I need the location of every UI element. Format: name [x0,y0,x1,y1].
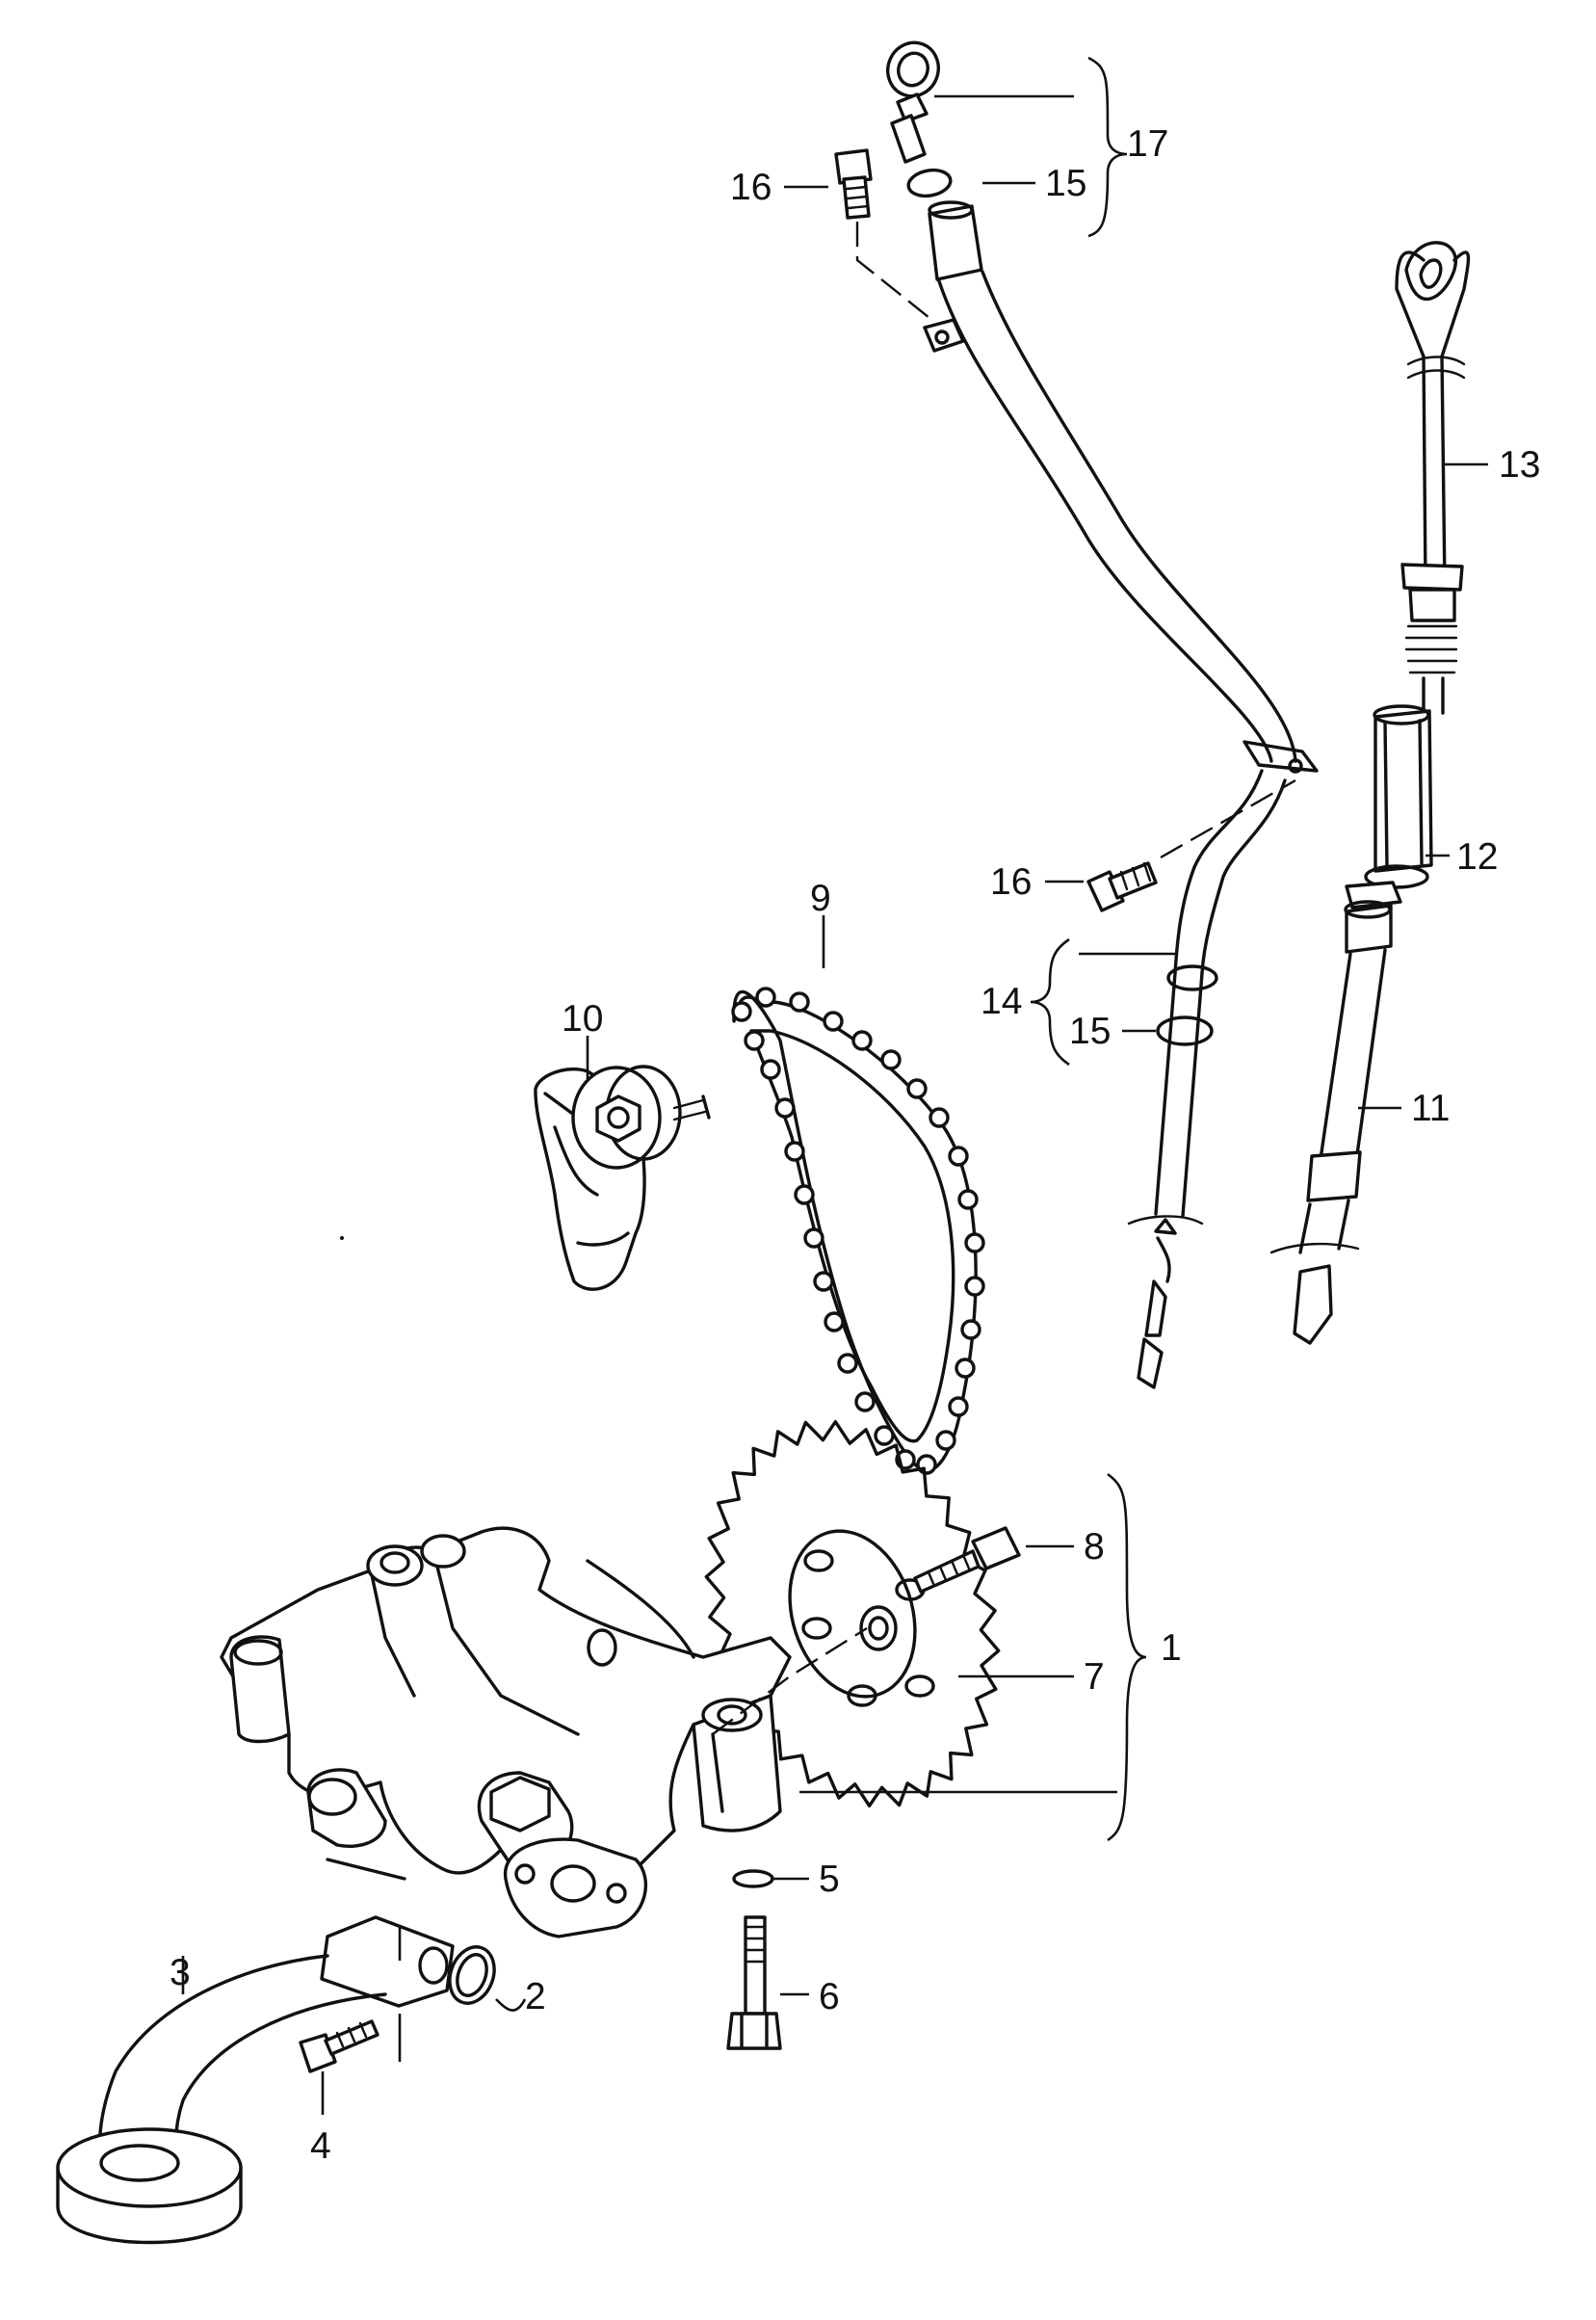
leader-lines [181,56,1488,2115]
callout-14: 14 [981,981,1022,1022]
tube-11 [1269,900,1393,1345]
callout-15-upper: 15 [1045,163,1086,204]
callout-2: 2 [525,1976,546,2017]
callout-15-lower: 15 [1069,1011,1111,1052]
stray-dot [340,1236,344,1240]
guide-tube-14 [928,200,1319,1389]
callout-9: 9 [810,878,831,919]
dipstick-tube-top [886,40,953,198]
oil-pump-body [220,1526,868,1938]
bolt-6 [726,1869,782,2050]
callout-4: 4 [310,2125,331,2167]
callout-16-lower: 16 [990,861,1032,903]
callout-11: 11 [1411,1088,1451,1129]
timing-chain-9 [731,987,985,1475]
tube-12 [1345,704,1433,910]
chain-tensioner-10 [534,1065,711,1291]
callout-1: 1 [1161,1627,1182,1669]
bolt-4 [299,2019,379,2073]
callout-17: 17 [1127,123,1168,165]
callout-12: 12 [1456,836,1498,878]
sprocket-bolt-8 [913,1526,1021,1594]
callout-13: 13 [1499,444,1540,486]
callout-8: 8 [1084,1526,1105,1568]
bolt-16-lower [1086,778,1296,912]
callout-3: 3 [170,1952,191,1993]
callout-10: 10 [562,998,603,1040]
callout-7: 7 [1084,1656,1105,1698]
callout-16-upper: 16 [730,167,772,208]
callout-6: 6 [819,1976,840,2017]
callout-labels: 1 2 3 4 5 6 7 8 9 10 11 12 13 14 15 15 1… [170,123,1540,2167]
chain-rollers [731,987,985,1475]
pickup-tube-3 [56,1915,455,2245]
callout-5: 5 [819,1859,840,1900]
bolt-16-upper [834,148,930,319]
dipstick-13 [1395,241,1471,715]
tube-bracket-top [923,318,965,353]
gasket-2 [448,1945,496,2005]
